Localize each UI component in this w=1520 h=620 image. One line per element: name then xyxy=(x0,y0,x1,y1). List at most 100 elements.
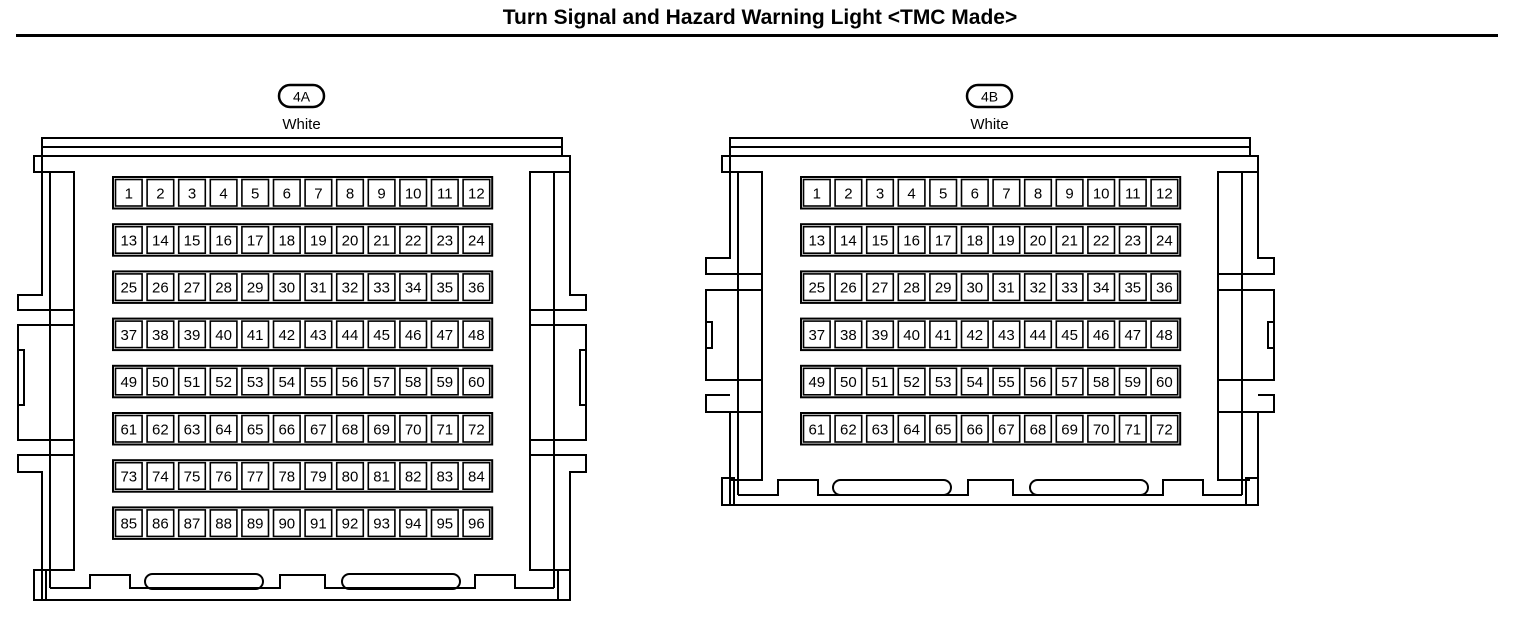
pin-cell xyxy=(1023,320,1053,349)
connector-4b-id: 4B xyxy=(981,89,998,105)
pin-cell xyxy=(367,178,396,207)
pin-cell xyxy=(1118,367,1147,396)
pin-number: 54 xyxy=(966,374,983,391)
pin-number: 38 xyxy=(152,327,169,344)
pin-number: 55 xyxy=(998,374,1015,391)
pin-number: 18 xyxy=(278,232,295,249)
pin-number: 49 xyxy=(120,374,137,391)
pin-number: 3 xyxy=(188,185,196,202)
pin-cell xyxy=(929,225,958,254)
pin-number: 52 xyxy=(215,374,232,391)
pin-number: 50 xyxy=(840,374,857,391)
pin-cell xyxy=(367,367,396,396)
pin-cell xyxy=(146,414,175,443)
pin-cell xyxy=(177,225,207,254)
pin-number: 55 xyxy=(310,374,327,391)
pin-number: 31 xyxy=(998,280,1015,297)
pin-number: 17 xyxy=(935,232,952,249)
pin-cell xyxy=(802,320,831,349)
pin-cell xyxy=(241,461,270,491)
pin-number: 58 xyxy=(405,374,422,391)
pin-cell xyxy=(897,320,926,349)
pin-number: 11 xyxy=(437,185,453,202)
pin-cell xyxy=(1150,225,1179,254)
pin-cell xyxy=(865,414,895,443)
pin-number: 57 xyxy=(1061,374,1078,391)
pin-cell xyxy=(462,461,491,491)
pin-number: 14 xyxy=(840,232,857,249)
pin-cell xyxy=(865,178,895,207)
pin-number: 29 xyxy=(935,280,952,297)
pin-number: 86 xyxy=(152,516,169,533)
pin-number: 25 xyxy=(120,280,137,297)
pin-number: 40 xyxy=(903,327,920,344)
pin-cell xyxy=(1150,273,1179,302)
pin-cell xyxy=(399,414,428,443)
pin-cell xyxy=(146,225,175,254)
pin-cell xyxy=(304,461,333,491)
pin-cell xyxy=(1087,178,1116,207)
pin-number: 48 xyxy=(1156,327,1173,344)
pin-number: 66 xyxy=(278,421,295,438)
pin-cell xyxy=(241,225,270,254)
pin-number: 53 xyxy=(247,374,264,391)
pin-number: 71 xyxy=(436,421,453,438)
pin-number: 16 xyxy=(903,232,920,249)
pin-cell xyxy=(462,273,491,302)
pin-cell xyxy=(272,367,301,396)
pin-number: 32 xyxy=(342,280,359,297)
pin-cell xyxy=(430,273,459,302)
pin-row-frame xyxy=(800,317,1182,352)
pin-number: 34 xyxy=(1093,280,1110,297)
pin-cell xyxy=(929,273,958,302)
pin-cell xyxy=(992,273,1021,302)
pin-cell xyxy=(960,320,989,349)
pin-number: 47 xyxy=(436,327,453,344)
pin-cell xyxy=(1023,414,1053,443)
pin-number: 36 xyxy=(1156,280,1173,297)
pin-cell xyxy=(1087,225,1116,254)
pin-cell xyxy=(241,320,270,349)
connector-4a-housing xyxy=(17,137,587,601)
pin-cell xyxy=(834,178,863,207)
pin-cell xyxy=(335,178,365,207)
pin-number: 96 xyxy=(468,516,485,533)
pin-number: 94 xyxy=(405,516,422,533)
pin-cell xyxy=(241,367,270,396)
pin-number: 39 xyxy=(872,327,889,344)
pin-number: 5 xyxy=(251,185,259,202)
pin-cell xyxy=(865,320,895,349)
pin-cell xyxy=(462,178,491,207)
pin-number: 52 xyxy=(903,374,920,391)
pin-cell xyxy=(177,367,207,396)
pin-number: 68 xyxy=(342,421,359,438)
pin-cell xyxy=(304,367,333,396)
pin-cell xyxy=(897,414,926,443)
pin-row-frame xyxy=(800,270,1182,304)
pin-number: 45 xyxy=(1061,327,1078,344)
pin-number: 19 xyxy=(310,232,327,249)
pin-cell xyxy=(1118,320,1147,349)
pin-number: 21 xyxy=(373,232,390,249)
pin-cell xyxy=(960,367,989,396)
pin-number: 20 xyxy=(1030,232,1047,249)
connector-4a-id-badge xyxy=(277,83,326,109)
pin-number: 40 xyxy=(215,327,232,344)
pin-number: 70 xyxy=(405,421,422,438)
connector-4b-id-badge xyxy=(965,83,1014,109)
pin-number: 75 xyxy=(184,468,201,485)
pin-number: 85 xyxy=(120,516,137,533)
pin-row-frame xyxy=(112,364,494,399)
pin-number: 31 xyxy=(310,280,327,297)
pin-cell xyxy=(960,414,989,443)
pin-number: 4 xyxy=(907,185,915,202)
pin-number: 10 xyxy=(405,185,422,202)
pin-number: 44 xyxy=(1030,327,1047,344)
pin-cell xyxy=(367,414,396,443)
pin-cell xyxy=(834,414,863,443)
pin-number: 89 xyxy=(247,516,264,533)
